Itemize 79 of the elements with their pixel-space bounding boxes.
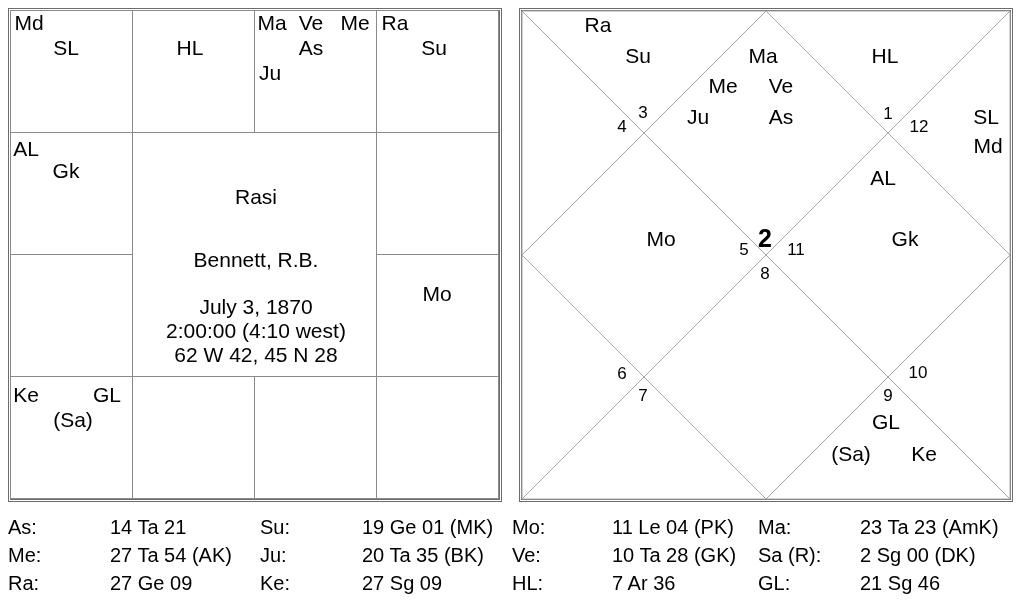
planet-abbreviation: Ra xyxy=(584,13,612,35)
ascendant-sign-number: 2 xyxy=(758,225,772,251)
sign-number: 6 xyxy=(617,364,627,382)
point-longitude: 23 Ta 23 (AmK) xyxy=(860,517,999,537)
point-longitude: 11 Le 04 (PK) xyxy=(612,517,734,537)
point-longitude: 27 Ta 54 (AK) xyxy=(110,545,232,565)
planet-abbreviation: Ma xyxy=(748,44,778,66)
point-name: Ma: xyxy=(758,517,792,537)
planet-abbreviation: Su xyxy=(421,36,447,58)
planet-abbreviation: Ju xyxy=(686,105,710,127)
house-square xyxy=(10,10,133,133)
point-longitude: 21 Sg 46 xyxy=(860,573,941,593)
point-longitude: 20 Ta 35 (BK) xyxy=(362,545,484,565)
sign-number: 12 xyxy=(909,117,929,135)
point-longitude: 2 Sg 00 (DK) xyxy=(860,545,976,565)
point-name: Ju: xyxy=(260,545,287,565)
point-name: Ra: xyxy=(8,573,40,593)
chart-title: Rasi xyxy=(235,185,277,207)
chart-frame xyxy=(8,8,502,502)
planet-abbreviation: Me xyxy=(708,74,738,96)
point-name: Sa (R): xyxy=(758,545,822,565)
planet-abbreviation: GL xyxy=(93,383,121,405)
planet-abbreviation: Ke xyxy=(911,442,937,464)
planet-abbreviation: Su xyxy=(625,44,651,66)
planet-abbreviation: Mo xyxy=(646,227,676,249)
birth-time: 2:00:00 (4:10 west) xyxy=(166,319,346,341)
planet-abbreviation: Ve xyxy=(298,11,324,33)
point-longitude: 27 Ge 09 xyxy=(110,573,193,593)
planet-abbreviation: Me xyxy=(340,11,370,33)
point-longitude: 10 Ta 28 (GK) xyxy=(612,545,737,565)
planet-abbreviation: SL xyxy=(53,36,79,58)
point-name: Ve: xyxy=(512,545,541,565)
planet-abbreviation: AL xyxy=(870,166,896,188)
planet-abbreviation: Ra xyxy=(381,11,409,33)
planet-abbreviation: Gk xyxy=(52,159,80,181)
planet-abbreviation: HL xyxy=(176,36,204,58)
point-longitude: 19 Ge 01 (MK) xyxy=(362,517,494,537)
point-longitude: 27 Sg 09 xyxy=(362,573,443,593)
planet-abbreviation: Mo xyxy=(422,282,452,304)
planet-abbreviation: Ke xyxy=(13,383,39,405)
planet-abbreviation: As xyxy=(298,36,324,58)
planet-abbreviation: Md xyxy=(973,134,1003,156)
house-square xyxy=(10,376,133,499)
planet-abbreviation: Gk xyxy=(891,227,919,249)
point-name: HL: xyxy=(512,573,544,593)
sign-number: 8 xyxy=(760,264,770,282)
planet-abbreviation: (Sa) xyxy=(831,442,871,464)
point-name: Ke: xyxy=(260,573,291,593)
person-name: Bennett, R.B. xyxy=(193,248,319,270)
birth-coordinates: 62 W 42, 45 N 28 xyxy=(174,343,338,365)
planet-abbreviation: Ma xyxy=(257,11,287,33)
point-name: Su: xyxy=(260,517,291,537)
point-longitude: 7 Ar 36 xyxy=(612,573,676,593)
planet-abbreviation: As xyxy=(768,105,794,127)
sign-number: 4 xyxy=(617,117,627,135)
sign-number: 5 xyxy=(739,240,749,258)
sign-number: 9 xyxy=(883,386,893,404)
planet-abbreviation: AL xyxy=(13,137,39,159)
planet-abbreviation: Ve xyxy=(768,74,794,96)
point-name: Me: xyxy=(8,545,42,565)
planet-abbreviation: SL xyxy=(973,105,999,127)
point-longitude: 14 Ta 21 xyxy=(110,517,187,537)
sign-number: 3 xyxy=(638,103,648,121)
planet-abbreviation: Md xyxy=(14,11,44,33)
planet-abbreviation: (Sa) xyxy=(53,408,93,430)
planet-abbreviation: HL xyxy=(871,44,899,66)
sign-number: 11 xyxy=(787,240,805,258)
planet-abbreviation: Ju xyxy=(258,61,282,83)
point-name: As: xyxy=(8,517,37,537)
chart-frame xyxy=(519,8,1013,502)
house-square xyxy=(376,376,499,499)
point-name: GL: xyxy=(758,573,791,593)
house-square xyxy=(376,10,499,133)
birth-date: July 3, 1870 xyxy=(199,295,313,317)
planet-abbreviation: GL xyxy=(872,410,900,432)
point-name: Mo: xyxy=(512,517,546,537)
sign-number: 10 xyxy=(908,363,928,381)
sign-number: 7 xyxy=(638,386,648,404)
sign-number: 1 xyxy=(883,104,893,122)
